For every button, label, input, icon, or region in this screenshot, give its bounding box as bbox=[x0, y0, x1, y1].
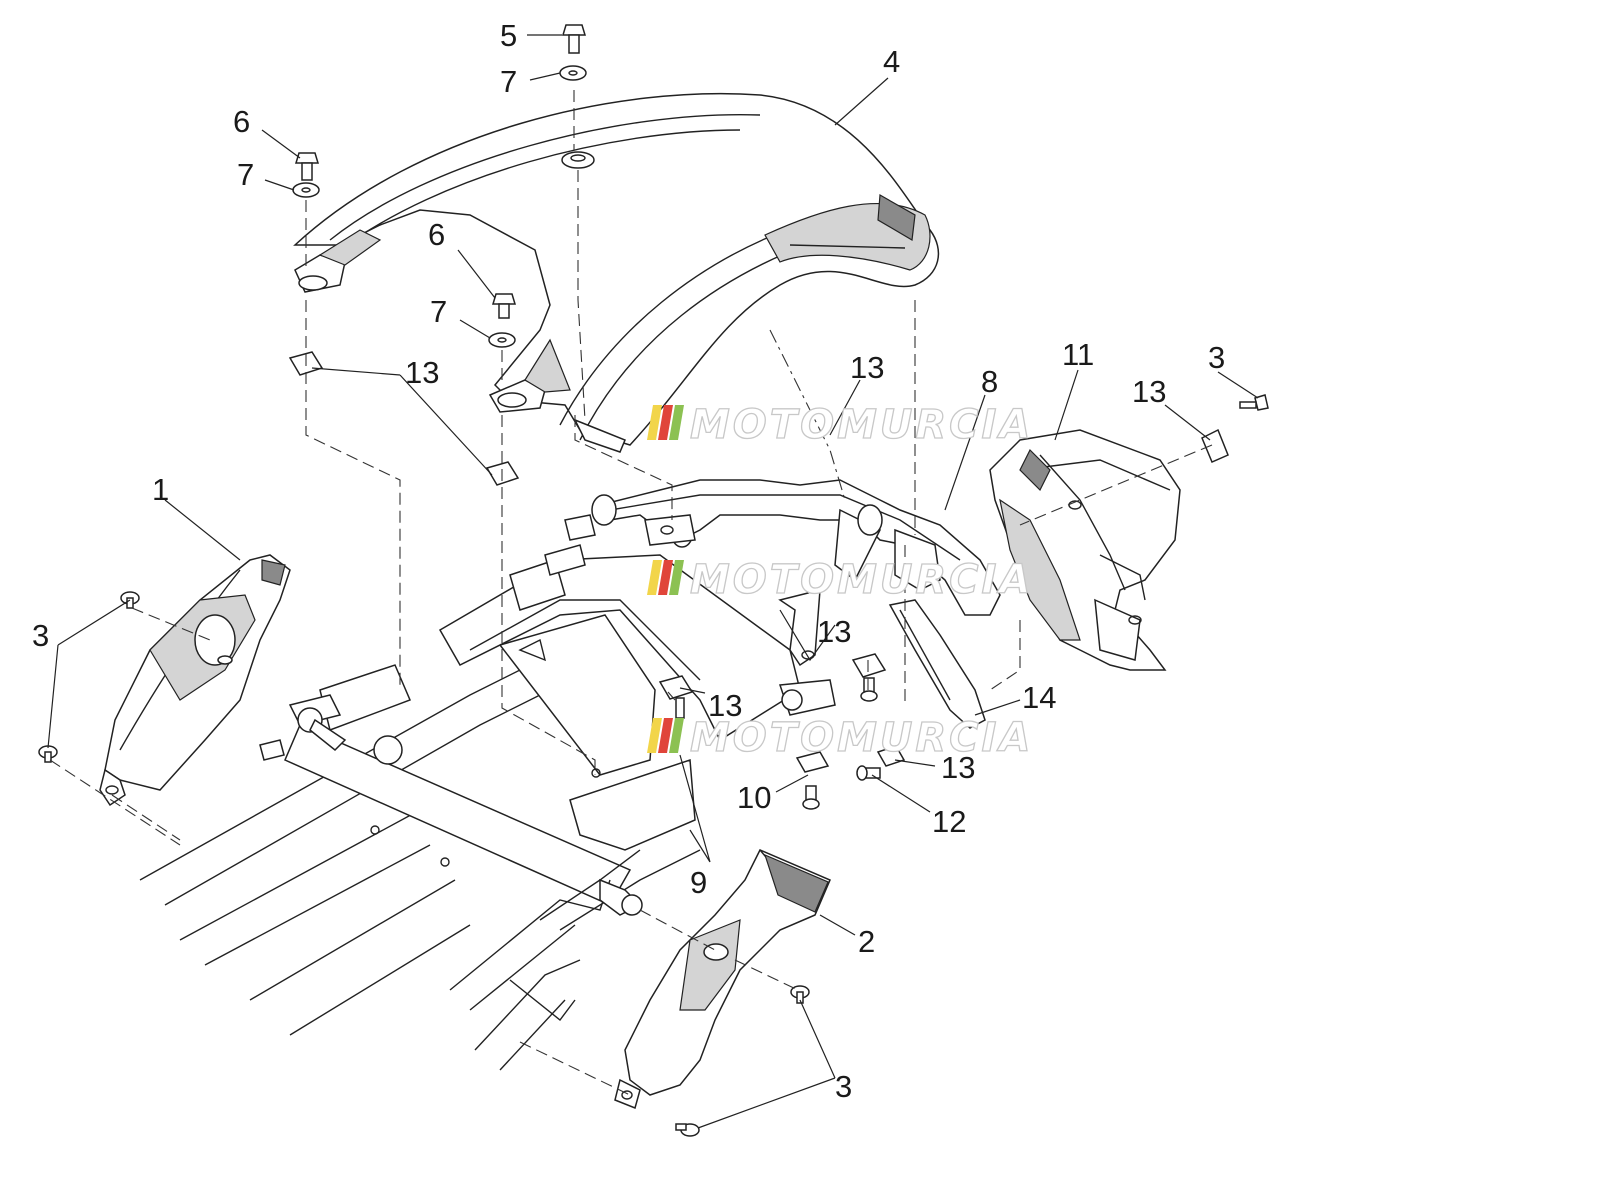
side-cover-part-2 bbox=[614, 849, 831, 1110]
callout-9: 9 bbox=[690, 865, 707, 900]
watermark-text: MOTOMURCIA bbox=[690, 402, 1033, 448]
callout-2: 2 bbox=[858, 924, 875, 959]
callout-1: 1 bbox=[152, 472, 169, 507]
callout-3: 3 bbox=[835, 1069, 852, 1104]
callout-7: 7 bbox=[430, 294, 447, 329]
callout-13: 13 bbox=[941, 750, 975, 785]
callout-13: 13 bbox=[850, 350, 884, 385]
callout-14: 14 bbox=[1022, 680, 1056, 715]
watermark-logo-3: MOTOMURCIA bbox=[647, 714, 1033, 762]
watermark-text: MOTOMURCIA bbox=[690, 715, 1033, 761]
callout-6: 6 bbox=[233, 104, 250, 139]
callout-12: 12 bbox=[932, 804, 966, 839]
grab-rail-part-8 bbox=[564, 479, 1001, 667]
callout-13: 13 bbox=[1132, 374, 1166, 409]
watermark-text: MOTOMURCIA bbox=[690, 557, 1033, 603]
callout-7: 7 bbox=[237, 157, 254, 192]
assembly-lines bbox=[49, 90, 1213, 1096]
watermark-logo-1: MOTOMURCIA bbox=[647, 401, 1033, 449]
callout-13: 13 bbox=[817, 614, 851, 649]
callout-8: 8 bbox=[981, 364, 998, 399]
bracket-part-14 bbox=[888, 599, 986, 729]
callout-3: 3 bbox=[32, 618, 49, 653]
callout-10: 10 bbox=[737, 780, 771, 815]
callout-11: 11 bbox=[1062, 337, 1094, 372]
callouts: 5 7 4 6 7 6 7 13 13 11 3 13 8 1 3 13 14 … bbox=[32, 18, 1225, 1104]
callout-13: 13 bbox=[708, 688, 742, 723]
callout-5: 5 bbox=[500, 18, 517, 53]
watermark-logo-2: MOTOMURCIA bbox=[647, 556, 1033, 604]
callout-3: 3 bbox=[1208, 340, 1225, 375]
callout-7: 7 bbox=[500, 64, 517, 99]
callout-6: 6 bbox=[428, 217, 445, 252]
callout-13: 13 bbox=[405, 355, 439, 390]
leader-lines bbox=[47, 34, 1259, 1129]
side-cover-part-1 bbox=[99, 554, 291, 807]
plate-holder-part-11 bbox=[989, 429, 1181, 671]
rear-fender-part-4 bbox=[293, 92, 940, 453]
callout-4: 4 bbox=[883, 44, 900, 79]
frame bbox=[139, 544, 836, 1071]
